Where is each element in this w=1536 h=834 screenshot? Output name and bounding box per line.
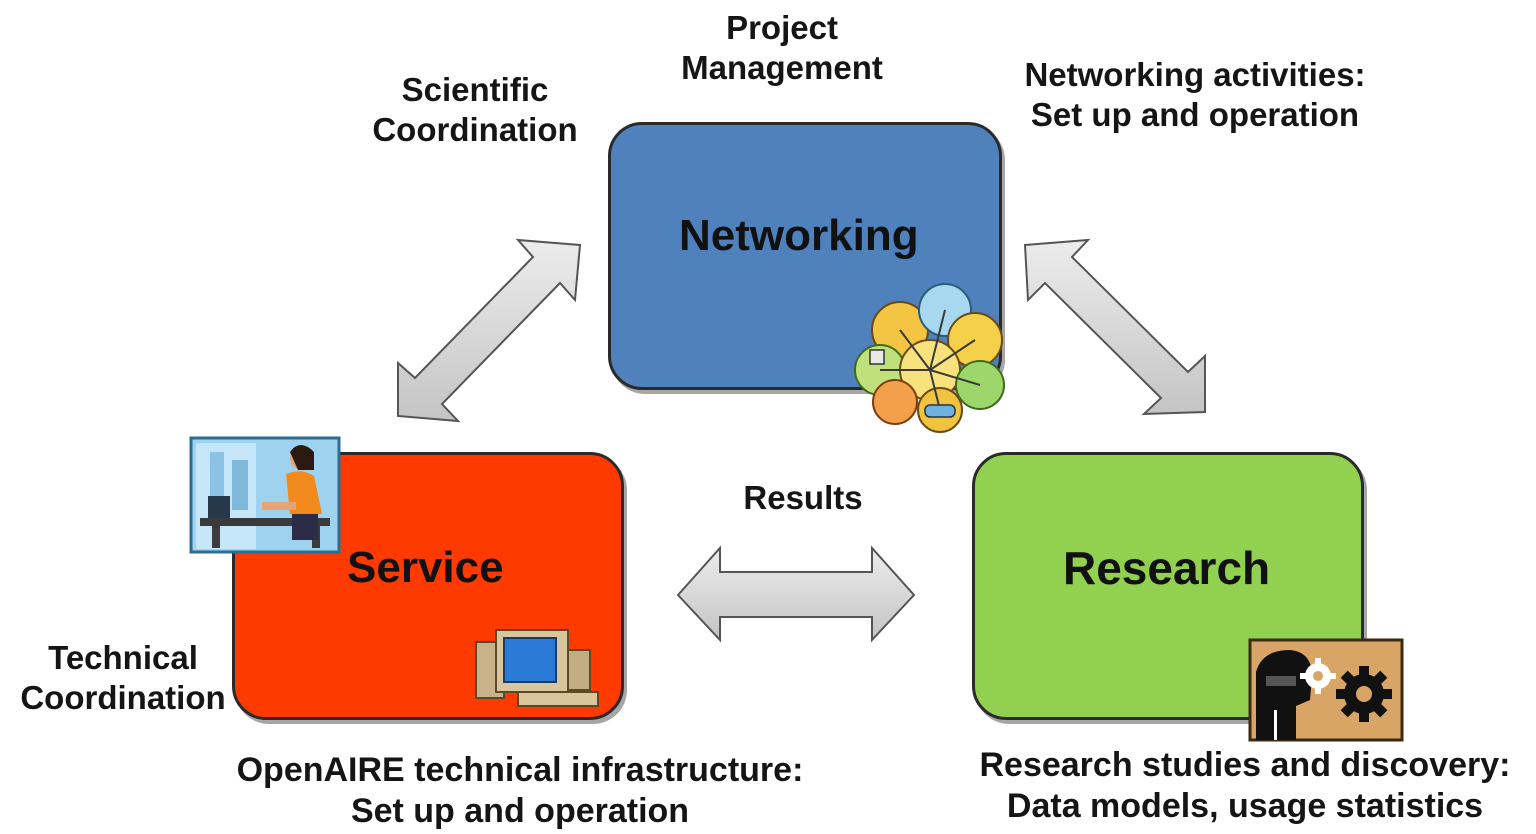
openaire-infrastructure-line-1: OpenAIRE technical infrastructure:: [236, 751, 804, 789]
networking-activities-line-2: Set up and operation: [1030, 96, 1360, 134]
project-management-line-2: Management: [681, 49, 883, 87]
service-networking-arrow: [397, 238, 582, 423]
results-label: Results: [743, 479, 863, 516]
project-management-label: Project Management: [672, 8, 892, 89]
service-research-arrow: [676, 545, 916, 643]
networking-research-arrow: [1023, 238, 1206, 416]
service-title: Service: [347, 543, 504, 592]
networking-activities-label: Networking activities: Set up and operat…: [1000, 55, 1390, 136]
scientific-coordination-label: Scientific Coordination: [360, 70, 590, 151]
technical-coordination-line-2: Coordination: [20, 679, 226, 717]
openaire-infrastructure-label: OpenAIRE technical infrastructure: Set u…: [200, 750, 840, 833]
openaire-infrastructure-line-2: Set up and operation: [350, 792, 690, 831]
networking-title: Networking: [679, 211, 919, 260]
research-studies-line-2: Data models, usage statistics: [1006, 787, 1484, 826]
research-title: Research: [1063, 542, 1271, 594]
scientific-coordination-line-1: Scientific: [401, 71, 549, 108]
technical-coordination-line-1: Technical: [48, 639, 198, 676]
research-studies-label: Research studies and discovery: Data mod…: [960, 745, 1530, 828]
research-studies-line-1: Research studies and discovery:: [979, 746, 1511, 784]
technical-coordination-label: Technical Coordination: [6, 638, 240, 719]
networking-activities-line-1: Networking activities:: [1024, 56, 1366, 93]
scientific-coordination-line-2: Coordination: [372, 111, 578, 149]
project-management-line-1: Project: [726, 9, 838, 46]
